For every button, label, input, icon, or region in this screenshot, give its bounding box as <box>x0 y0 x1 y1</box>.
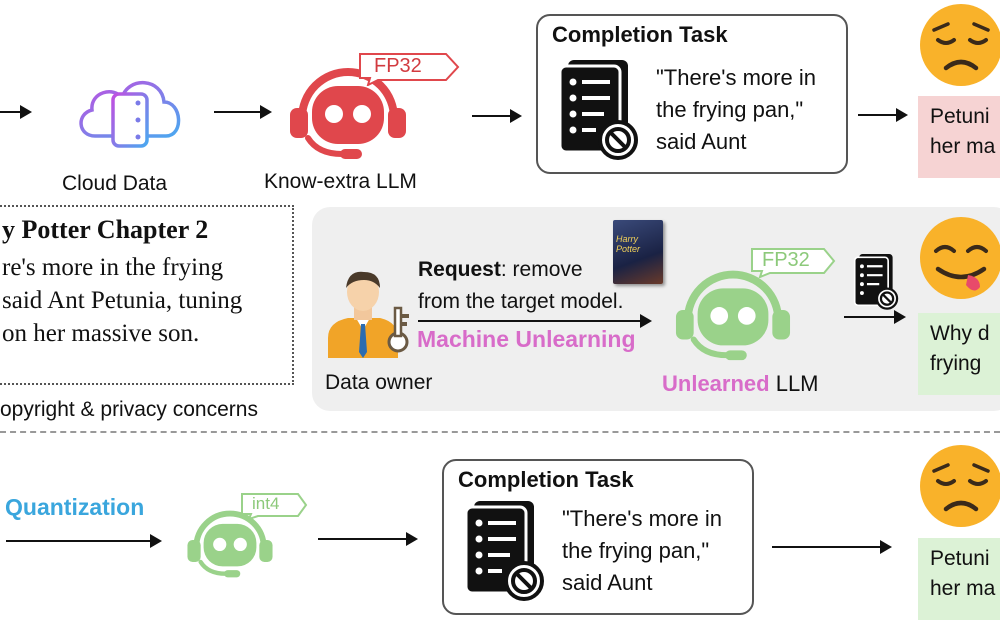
arrow-task-to-result-bottom <box>772 540 892 554</box>
completion-task-box-top: Completion Task "There's more in the fry… <box>536 14 848 174</box>
fp32-badge-green: FP32 <box>748 244 838 278</box>
completion-task-line: "There's more in <box>656 65 816 90</box>
arrow-input-to-cloud <box>0 105 32 119</box>
document-blocked-icon <box>464 501 546 605</box>
completion-task-line: the frying pan," <box>562 538 710 563</box>
copyright-privacy-label: opyright & privacy concerns <box>0 398 258 421</box>
unlearned-llm-rest: LLM <box>769 371 819 396</box>
sad-face-emoji-icon <box>918 443 1000 529</box>
arrow-cloud-to-llm <box>214 105 272 119</box>
book-excerpt-text: re's more in the frying said Ant Petunia… <box>2 251 242 350</box>
cloud-data-label: Cloud Data <box>62 172 168 195</box>
sad-face-emoji-icon <box>918 2 1000 88</box>
unlearned-keyword: Unlearned <box>662 371 770 396</box>
section-divider <box>0 431 1000 433</box>
robot-red-icon <box>288 56 408 160</box>
document-blocked-small-icon <box>850 254 904 312</box>
request-rest: : remove <box>500 258 583 281</box>
result-box-top: Petuni her ma <box>918 96 1000 178</box>
book-excerpt-box: y Potter Chapter 2 re's more in the fryi… <box>0 205 294 385</box>
completion-task-line: said Aunt <box>656 129 747 154</box>
completion-task-line: the frying pan," <box>656 97 804 122</box>
completion-task-text: "There's more in the frying pan," said A… <box>656 62 816 158</box>
arrow-llm-to-task <box>472 109 522 123</box>
request-text: Request: remove from the target model. <box>418 254 623 318</box>
data-owner-label: Data owner <box>325 371 433 394</box>
arrow-quantized-llm-to-task <box>318 532 418 546</box>
request-keyword: Request <box>418 258 501 281</box>
book-excerpt-line: said Ant Petunia, tuning <box>2 287 243 314</box>
machine-unlearning-label: Machine Unlearning <box>417 326 636 352</box>
robot-green-icon <box>674 258 792 362</box>
result-line: frying <box>930 352 982 375</box>
result-line: Why d <box>930 322 990 345</box>
result-line: her ma <box>930 135 996 158</box>
data-owner-person-icon <box>324 268 412 358</box>
know-extra-llm-label: Know-extra LLM <box>264 170 417 193</box>
result-box-bottom: Petuni her ma <box>918 538 1000 620</box>
quantization-label: Quantization <box>5 494 145 520</box>
document-blocked-icon <box>558 60 640 164</box>
completion-task-box-bottom: Completion Task "There's more in the fry… <box>442 459 754 615</box>
result-box-middle: Why d frying <box>918 313 1000 395</box>
arrow-unlearned-to-result <box>844 310 906 324</box>
book-excerpt-title: y Potter Chapter 2 <box>2 215 209 244</box>
arrow-to-quantized-llm <box>6 534 162 548</box>
book-excerpt-line: re's more in the frying <box>2 254 224 281</box>
request-line2: from the target model. <box>418 290 624 313</box>
fp32-badge-green-text: FP32 <box>762 249 810 271</box>
arrow-task-to-result-top <box>858 108 908 122</box>
result-line: her ma <box>930 577 996 600</box>
completion-task-title: Completion Task <box>458 467 634 492</box>
book-cover-title: Harry Potter <box>616 234 641 254</box>
int4-badge: int4 <box>238 490 310 520</box>
completion-task-line: "There's more in <box>562 506 722 531</box>
cloud-database-icon <box>70 58 190 158</box>
completion-task-text: "There's more in the frying pan," said A… <box>562 503 722 599</box>
result-line: Petuni <box>930 105 990 128</box>
fp32-badge-text: FP32 <box>374 55 422 77</box>
yum-face-emoji-icon <box>918 215 1000 301</box>
book-excerpt-line: on her massive son. <box>2 320 200 347</box>
robot-green-small-icon <box>186 500 274 580</box>
completion-task-title: Completion Task <box>552 22 728 47</box>
fp32-badge: FP32 <box>356 48 462 86</box>
int4-badge-text: int4 <box>252 494 280 513</box>
arrow-owner-to-unlearned-llm <box>418 314 652 328</box>
completion-task-line: said Aunt <box>562 570 653 595</box>
unlearned-llm-label: Unlearned LLM <box>662 371 819 397</box>
book-cover-icon: Harry Potter <box>613 220 663 284</box>
result-line: Petuni <box>930 547 990 570</box>
